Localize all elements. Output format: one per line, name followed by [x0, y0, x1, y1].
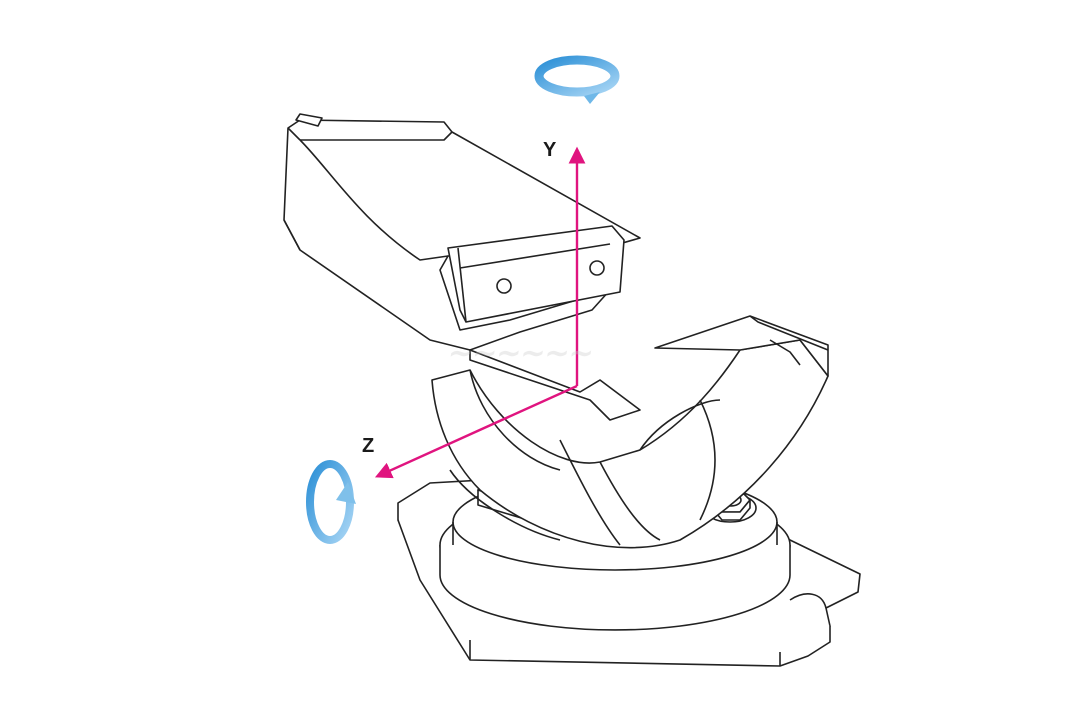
- z-axis-label: Z: [362, 435, 375, 457]
- tilting-cradle: [431, 315, 829, 549]
- rotate-around-y-icon: [534, 55, 620, 104]
- movable-jaw: [283, 113, 641, 421]
- coordinate-axes: [374, 146, 586, 479]
- watermark-logo: ~~~~~~: [444, 336, 596, 371]
- rotate-around-z-icon: [306, 460, 356, 544]
- z-axis-line: [374, 384, 578, 479]
- y-axis-label: Y: [543, 139, 557, 161]
